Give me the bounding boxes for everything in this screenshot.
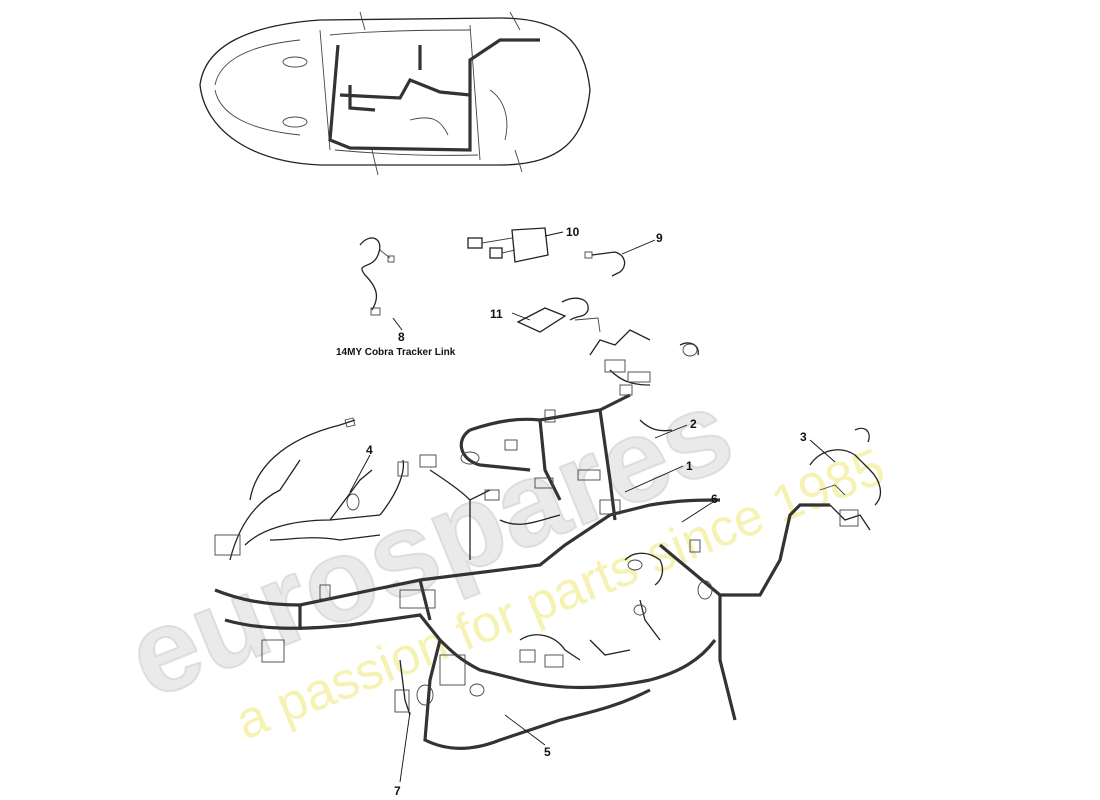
part-8-harness [359, 237, 395, 316]
tracker-link-caption: 14MY Cobra Tracker Link [336, 347, 456, 358]
car-top-view [199, 11, 591, 176]
callout-5: 5 [544, 745, 551, 759]
callout-4: 4 [366, 443, 373, 457]
callout-9: 9 [656, 231, 663, 245]
callout-7: 7 [394, 784, 401, 798]
callout-2: 2 [690, 417, 697, 431]
callout-6: 6 [711, 492, 718, 506]
callout-11: 11 [490, 307, 503, 321]
callout-8: 8 [398, 330, 405, 344]
part-11-module [516, 297, 601, 333]
callout-3: 3 [800, 430, 807, 444]
main-harness-assembly [214, 329, 882, 750]
callout-10: 10 [566, 225, 580, 239]
part-9-lead [584, 251, 626, 277]
callouts: 1 2 3 4 5 6 7 8 9 10 11 14MY Cobra Track… [336, 225, 807, 798]
callout-1: 1 [686, 459, 693, 473]
part-10-module [467, 227, 549, 263]
leader-lines [349, 231, 836, 783]
